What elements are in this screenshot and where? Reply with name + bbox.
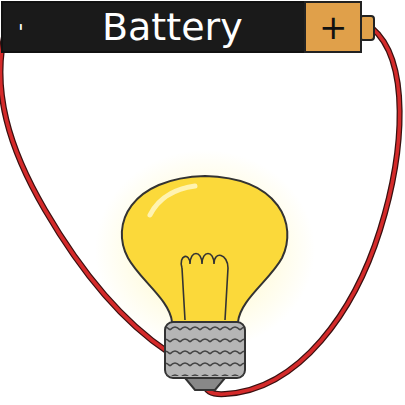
battery-label: Battery <box>102 8 243 46</box>
terminal-sign: + <box>319 10 348 44</box>
wire <box>0 28 399 394</box>
bulb-highlight <box>150 186 195 215</box>
battery: - Battery + <box>2 2 361 52</box>
terminal-sign: - <box>11 23 33 31</box>
bulb-base <box>165 322 245 390</box>
filament <box>181 254 228 321</box>
battery-body <box>2 2 374 52</box>
bulb-glass <box>122 176 288 322</box>
